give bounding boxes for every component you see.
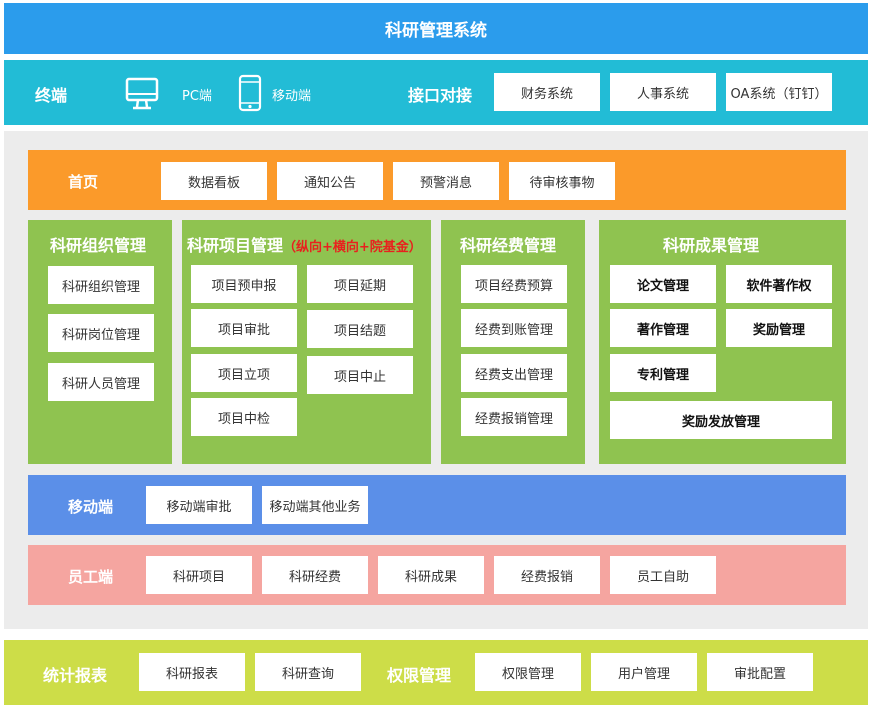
permissions-item-users[interactable]: 用户管理 bbox=[591, 653, 697, 691]
permissions-label: 权限管理 bbox=[387, 666, 452, 685]
project-item-establishment[interactable]: 项目立项 bbox=[191, 354, 297, 392]
results-management-title: 科研成果管理 bbox=[663, 236, 760, 255]
funds-item-expenditure[interactable]: 经费支出管理 bbox=[461, 354, 567, 392]
staff-item-projects[interactable]: 科研项目 bbox=[146, 556, 252, 594]
interface-oa-box[interactable]: OA系统（钉钉） bbox=[726, 73, 832, 111]
terminal-band bbox=[4, 60, 868, 125]
mobile-item-other-business[interactable]: 移动端其他业务 bbox=[262, 486, 368, 524]
permissions-item-approval-config[interactable]: 审批配置 bbox=[707, 653, 813, 691]
project-management-subtitle: （纵向+横向+院基金） bbox=[283, 240, 422, 255]
home-item-alerts[interactable]: 预警消息 bbox=[393, 162, 499, 200]
org-management-title: 科研组织管理 bbox=[50, 236, 147, 255]
org-item-position[interactable]: 科研岗位管理 bbox=[48, 314, 154, 352]
results-item-patents[interactable]: 专利管理 bbox=[610, 354, 716, 392]
project-management-title: 科研项目管理 bbox=[187, 236, 284, 255]
staff-item-results[interactable]: 科研成果 bbox=[378, 556, 484, 594]
title-banner: 科研管理系统 bbox=[4, 3, 868, 54]
monitor-icon bbox=[125, 77, 159, 110]
home-label: 首页 bbox=[68, 173, 99, 191]
results-item-award-distribution[interactable]: 奖励发放管理 bbox=[610, 401, 832, 439]
org-item-personnel[interactable]: 科研人员管理 bbox=[48, 363, 154, 401]
system-title: 科研管理系统 bbox=[385, 21, 487, 41]
project-item-pre-application[interactable]: 项目预申报 bbox=[191, 265, 297, 303]
stats-item-query[interactable]: 科研查询 bbox=[255, 653, 361, 691]
interface-hr-box[interactable]: 人事系统 bbox=[610, 73, 716, 111]
project-item-extension[interactable]: 项目延期 bbox=[307, 265, 413, 303]
staff-item-self-service[interactable]: 员工自助 bbox=[610, 556, 716, 594]
stats-item-reports[interactable]: 科研报表 bbox=[139, 653, 245, 691]
project-item-midterm-check[interactable]: 项目中检 bbox=[191, 398, 297, 436]
staff-item-funds[interactable]: 科研经费 bbox=[262, 556, 368, 594]
mobile-terminal-label: 移动端 bbox=[272, 89, 312, 104]
project-item-termination[interactable]: 项目中止 bbox=[307, 356, 413, 394]
results-item-awards[interactable]: 奖励管理 bbox=[726, 309, 832, 347]
project-management-heading: 科研项目管理（纵向+横向+院基金） bbox=[187, 232, 422, 256]
results-item-papers[interactable]: 论文管理 bbox=[610, 265, 716, 303]
funds-item-budget[interactable]: 项目经费预算 bbox=[461, 265, 567, 303]
home-item-dashboard[interactable]: 数据看板 bbox=[161, 162, 267, 200]
results-item-books[interactable]: 著作管理 bbox=[610, 309, 716, 347]
results-item-software-copyright[interactable]: 软件著作权 bbox=[726, 265, 832, 303]
project-item-approval[interactable]: 项目审批 bbox=[191, 309, 297, 347]
stats-label: 统计报表 bbox=[43, 666, 108, 685]
org-item-organization[interactable]: 科研组织管理 bbox=[48, 266, 154, 304]
permissions-item-permissions[interactable]: 权限管理 bbox=[475, 653, 581, 691]
funds-management-title: 科研经费管理 bbox=[460, 236, 557, 255]
project-item-closing[interactable]: 项目结题 bbox=[307, 310, 413, 348]
pc-terminal-label: PC端 bbox=[182, 89, 212, 104]
staff-item-reimbursement[interactable]: 经费报销 bbox=[494, 556, 600, 594]
interface-finance-box[interactable]: 财务系统 bbox=[494, 73, 600, 111]
mobile-item-approval[interactable]: 移动端审批 bbox=[146, 486, 252, 524]
staff-label: 员工端 bbox=[68, 568, 114, 586]
funds-item-receipt[interactable]: 经费到账管理 bbox=[461, 309, 567, 347]
funds-item-reimbursement[interactable]: 经费报销管理 bbox=[461, 398, 567, 436]
interface-label: 接口对接 bbox=[408, 86, 473, 105]
smartphone-icon bbox=[238, 74, 262, 112]
home-item-notices[interactable]: 通知公告 bbox=[277, 162, 383, 200]
mobile-label: 移动端 bbox=[68, 498, 114, 516]
terminal-label: 终端 bbox=[35, 86, 68, 105]
home-item-pending[interactable]: 待审核事物 bbox=[509, 162, 615, 200]
